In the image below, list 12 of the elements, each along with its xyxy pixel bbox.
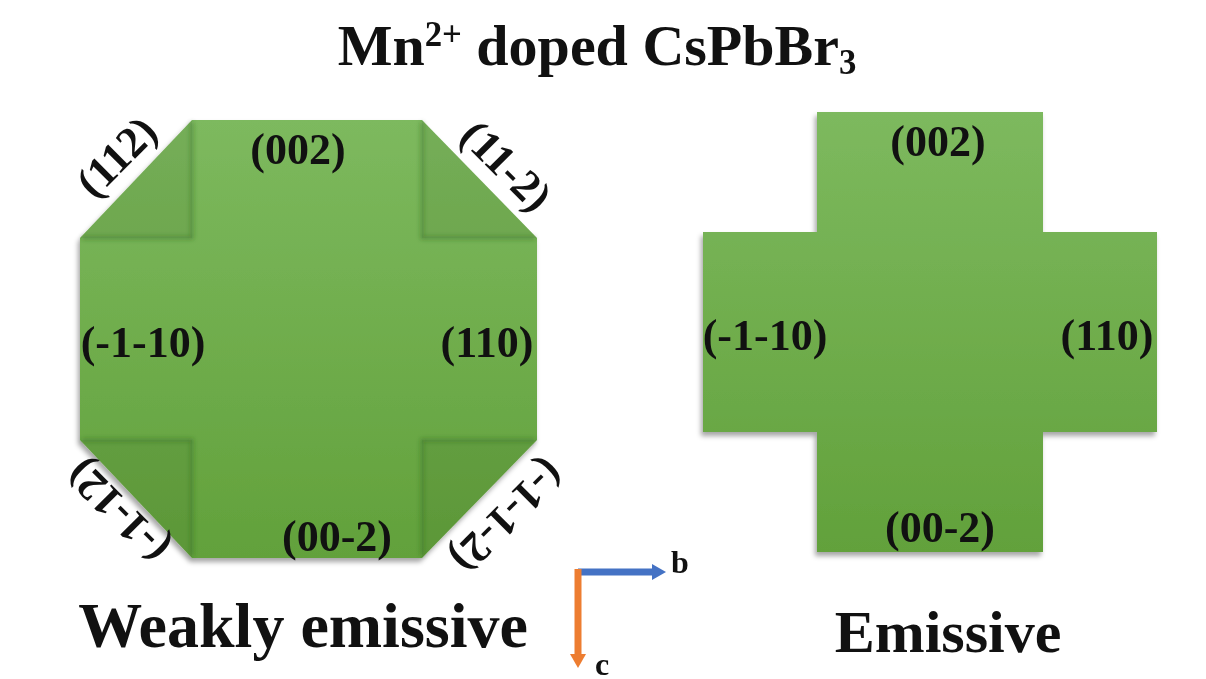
title: Mn$^{2+}$ doped CsPbBr$_{3}$ bbox=[337, 17, 857, 75]
facet-label: (-1-10) bbox=[702, 314, 828, 358]
facet-label: (002) bbox=[250, 128, 346, 172]
axis-label: b bbox=[671, 546, 689, 578]
shape-label: Emissive bbox=[834, 602, 1062, 662]
facet-label: (00-2) bbox=[885, 506, 995, 550]
facet-label: (110) bbox=[440, 321, 534, 365]
facet-label: (00-2) bbox=[282, 515, 392, 559]
axis-label: c bbox=[594, 648, 610, 679]
facet-label: (-1-10) bbox=[80, 321, 206, 365]
facet-label: (110) bbox=[1060, 314, 1154, 358]
facet-label: (002) bbox=[890, 120, 986, 164]
